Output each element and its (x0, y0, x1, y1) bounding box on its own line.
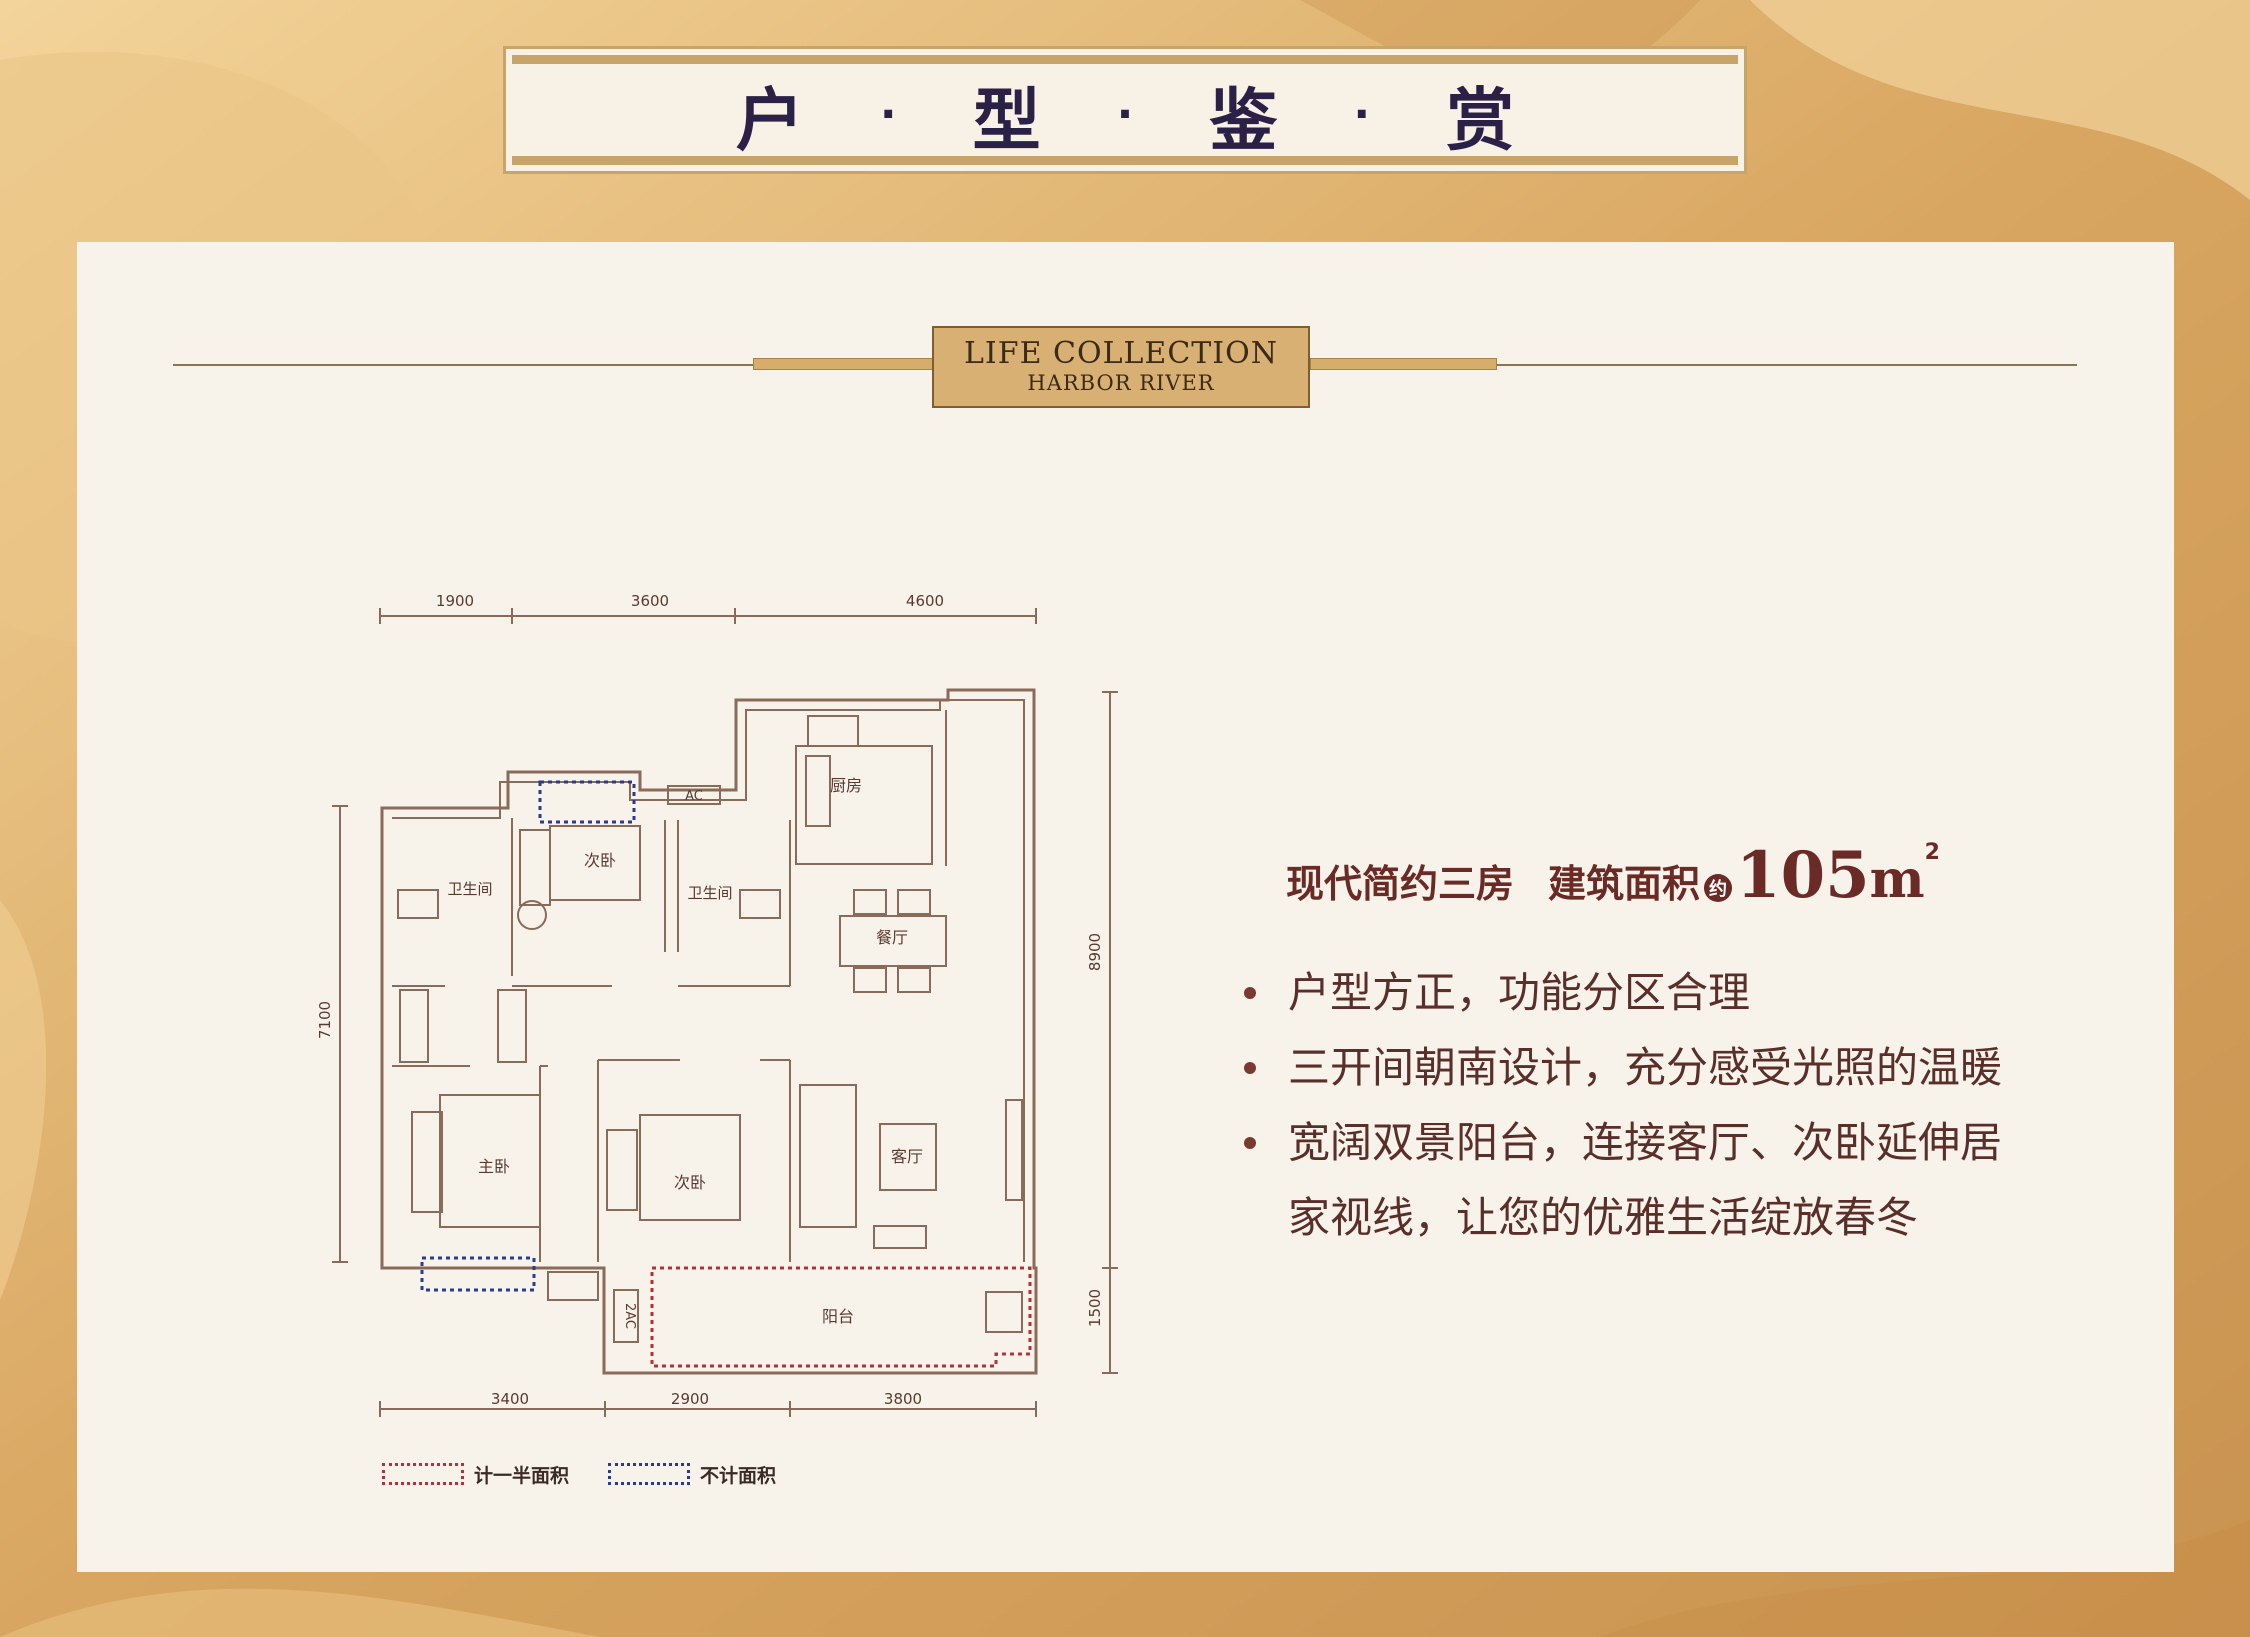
dim-right-main: 8900 (1086, 933, 1104, 971)
room-ac-top: AC (685, 789, 703, 804)
room-kitchen: 厨房 (830, 776, 862, 795)
title-char-1: 户 (735, 81, 804, 161)
legend-half-area: 计一半面积 (382, 1460, 569, 1488)
approx-badge: 约 (1704, 874, 1733, 902)
legend-no-area: 不计面积 (608, 1460, 776, 1488)
feature-text: 户型方正，功能分区合理 (1288, 968, 1751, 1017)
banner-top-rule (512, 55, 1738, 64)
area-value: 105 (1736, 838, 1870, 913)
dim-bottom-3: 3800 (884, 1390, 922, 1408)
feature-item: 宽阔双景阳台，连接客厅、次卧延伸居 (1240, 1105, 2140, 1180)
room-dining: 餐厅 (876, 928, 908, 947)
dim-bottom-1: 3400 (491, 1390, 529, 1408)
feature-text: 家视线，让您的优雅生活绽放春冬 (1288, 1193, 1919, 1242)
content-card (77, 242, 2174, 1572)
area-label: 建筑面积 (1548, 862, 1701, 906)
banner-bottom-rule (512, 156, 1738, 165)
brand-line-1: LIFE COLLECTION (964, 336, 1278, 371)
feature-text: 宽阔双景阳台，连接客厅、次卧延伸居 (1288, 1118, 2003, 1167)
dim-top-2: 3600 (631, 592, 669, 610)
area-unit: m (1869, 849, 1925, 910)
feature-text: 三开间朝南设计，充分感受光照的温暖 (1288, 1043, 2003, 1092)
bullet-icon (1244, 1137, 1256, 1149)
room-ac-bottom: 2AC (622, 1303, 637, 1329)
divider-line-left (173, 364, 753, 366)
room-bath-left: 卫生间 (447, 880, 492, 898)
title-separator: · (1353, 88, 1371, 140)
title-separator: · (1116, 88, 1134, 140)
title-char-2: 型 (972, 81, 1041, 161)
unit-headline: 现代简约三房 建筑面积 约 105 m 2 (1286, 838, 2046, 918)
divider-line-right (1497, 364, 2077, 366)
feature-list: 户型方正，功能分区合理 三开间朝南设计，充分感受光照的温暖 宽阔双景阳台，连接客… (1240, 955, 2140, 1255)
title-char-4: 赏 (1446, 81, 1515, 161)
room-second-bed-top: 次卧 (584, 851, 616, 870)
gold-bar-right (1310, 358, 1497, 370)
room-second-bed-bottom: 次卧 (674, 1173, 706, 1192)
legend-half-area-label: 计一半面积 (474, 1464, 570, 1487)
dim-top-1: 1900 (436, 592, 474, 610)
bullet-icon (1244, 987, 1256, 999)
legend-blue-swatch (608, 1463, 690, 1485)
area-unit-sup: 2 (1924, 840, 1940, 865)
feature-item: 户型方正，功能分区合理 (1240, 955, 2140, 1030)
unit-type: 现代简约三房 (1286, 862, 1515, 906)
brand-badge: LIFE COLLECTION HARBOR RIVER (932, 326, 1310, 408)
title-banner: 户 · 型 · 鉴 · 赏 (503, 46, 1747, 174)
title-separator: · (879, 88, 897, 140)
room-master: 主卧 (478, 1157, 510, 1176)
feature-item-continued: 家视线，让您的优雅生活绽放春冬 (1240, 1180, 2140, 1255)
page-title: 户 · 型 · 鉴 · 赏 (506, 69, 1744, 161)
feature-item: 三开间朝南设计，充分感受光照的温暖 (1240, 1030, 2140, 1105)
dim-left: 7100 (316, 1001, 334, 1039)
legend-red-swatch (382, 1463, 464, 1485)
room-bath-right: 卫生间 (687, 884, 732, 902)
title-char-3: 鉴 (1209, 81, 1278, 161)
room-balcony: 阳台 (822, 1307, 854, 1326)
dim-right-balcony: 1500 (1086, 1289, 1104, 1327)
legend-no-area-label: 不计面积 (700, 1464, 777, 1487)
dim-bottom-2: 2900 (671, 1390, 709, 1408)
room-living: 客厅 (891, 1147, 923, 1166)
brand-line-2: HARBOR RIVER (1027, 371, 1215, 395)
bullet-icon (1244, 1062, 1256, 1074)
dim-top-3: 4600 (906, 592, 944, 610)
